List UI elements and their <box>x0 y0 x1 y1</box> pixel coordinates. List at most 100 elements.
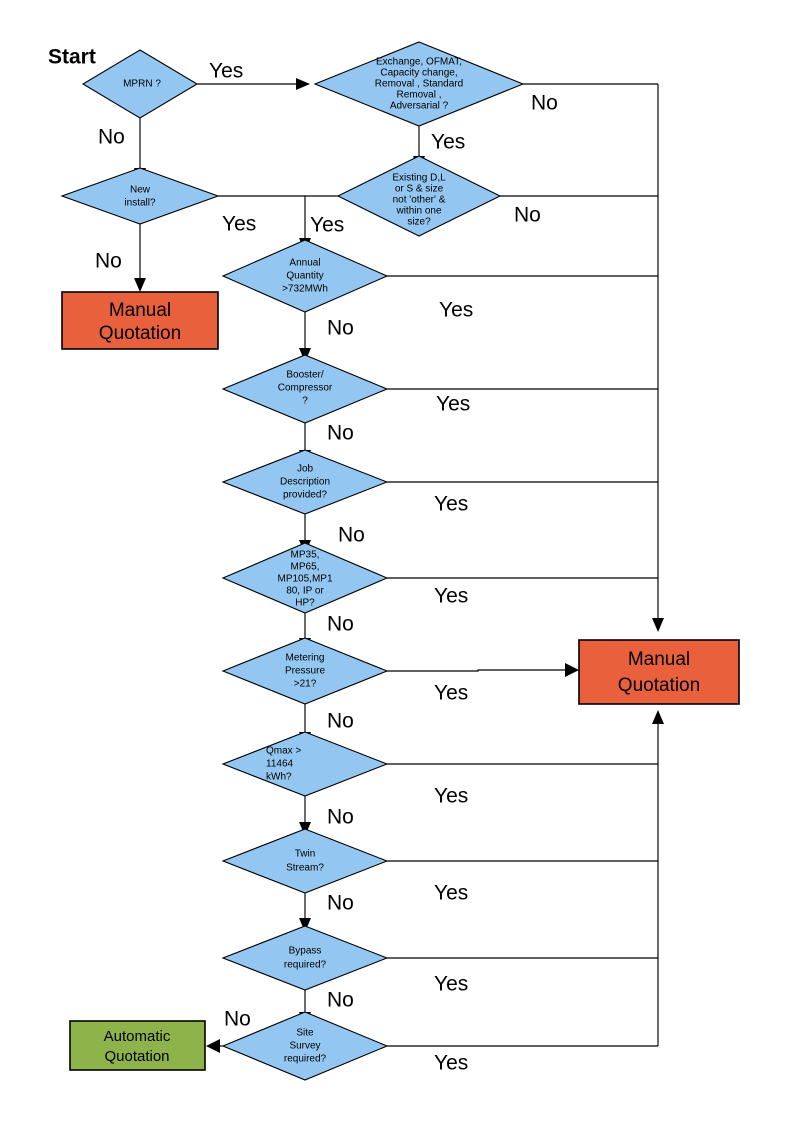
terminal-automatic-quotation[interactable]: Automatic Quotation <box>69 1020 206 1071</box>
decision-exchange-label-4: Removal , <box>396 90 441 101</box>
arrowhead-site-survey-no <box>206 1039 220 1053</box>
decision-job-description-label-2: Description <box>280 477 330 488</box>
decision-annual-quantity-shape[interactable] <box>221 239 389 313</box>
decision-existing-dls-label-4: within one <box>395 206 441 217</box>
decision-exchange-label-2: Capacity change, <box>380 68 457 79</box>
edge-label-meter-type-no: No <box>327 613 354 636</box>
decision-exchange-label-5: Adversarial ? <box>390 101 449 112</box>
decision-qmax-shape[interactable] <box>221 731 389 797</box>
edge-label-exchange-yes: Yes <box>431 131 465 154</box>
decision-mprn[interactable]: MPRN ? <box>81 49 199 119</box>
terminal-automatic-label-1: Automatic <box>104 1028 171 1045</box>
arrowhead-right-bus-lower <box>652 710 664 724</box>
decision-site-survey-shape[interactable] <box>221 1011 389 1081</box>
decision-twin-stream-label-1: Twin <box>295 849 316 860</box>
decision-booster-label-1: Booster/ <box>286 370 323 381</box>
decision-metering-pressure-label-2: Pressure <box>285 666 325 677</box>
decision-existing-dls-label-3: not 'other' & <box>393 195 446 206</box>
edge-label-exchange-no: No <box>531 92 558 115</box>
decision-existing-dls-label-1: Existing D,L <box>392 173 446 184</box>
decision-qmax-label-1: Qmax > <box>266 746 301 757</box>
terminal-manual-right-label-2: Quotation <box>618 675 700 696</box>
edge-label-site-survey-yes: Yes <box>434 1052 468 1075</box>
decision-annual-quantity[interactable]: Annual Quantity >732MWh <box>221 239 389 313</box>
decision-new-install[interactable]: New install? <box>60 167 220 225</box>
terminal-manual-quotation-left-shape[interactable] <box>61 291 219 350</box>
decision-existing-dls-shape[interactable] <box>336 155 502 237</box>
decision-twin-stream-label-2: Stream? <box>286 863 324 874</box>
decision-bypass[interactable]: Bypass required? <box>221 925 389 991</box>
decision-new-install-label-1: New <box>130 185 151 196</box>
edge-label-booster-no: No <box>327 422 354 445</box>
decision-annual-quantity-label-2: Quantity <box>286 271 323 282</box>
terminal-automatic-quotation-shape[interactable] <box>69 1020 206 1071</box>
decision-existing-dls[interactable]: Existing D,L or S & size not 'other' & w… <box>336 155 502 237</box>
decision-site-survey[interactable]: Site Survey required? <box>221 1011 389 1081</box>
decision-meter-type-shape[interactable] <box>221 542 389 614</box>
decision-existing-dls-label-2: or S & size <box>395 184 444 195</box>
decision-meter-type-label-1: MP35, <box>291 550 320 561</box>
decision-job-description-shape[interactable] <box>221 449 389 515</box>
decision-booster-compressor[interactable]: Booster/ Compressor ? <box>221 354 389 424</box>
edge-label-metering-pressure-no: No <box>327 710 354 733</box>
decision-bypass-label-1: Bypass <box>289 946 322 957</box>
decision-bypass-label-2: required? <box>284 960 327 971</box>
decision-site-survey-label-2: Survey <box>289 1041 320 1052</box>
arrowhead-new-install-no <box>134 278 146 292</box>
edge-label-meter-type-yes: Yes <box>434 585 468 608</box>
decision-metering-pressure-shape[interactable] <box>221 637 389 705</box>
decision-booster-label-3: ? <box>302 396 308 407</box>
edge-label-twin-stream-yes: Yes <box>434 882 468 905</box>
decision-bypass-shape[interactable] <box>221 925 389 991</box>
arrowhead-metering-pressure-yes <box>565 663 579 677</box>
decision-twin-stream-shape[interactable] <box>221 828 389 894</box>
edge-label-bypass-yes: Yes <box>434 973 468 996</box>
decision-qmax-label-2: 11464 <box>266 759 294 770</box>
decision-job-description-label-3: provided? <box>283 490 327 501</box>
decision-site-survey-label-1: Site <box>296 1028 314 1039</box>
edge-label-layer: Yes No No Yes Yes No Yes No Yes No Yes N… <box>95 60 558 1075</box>
edge-label-existing-no: No <box>514 204 541 227</box>
decision-twin-stream[interactable]: Twin Stream? <box>221 828 389 894</box>
decision-meter-type-label-4: 80, IP or <box>286 586 324 597</box>
decision-exchange[interactable]: Exchange, OFMAT, Capacity change, Remova… <box>313 41 525 127</box>
decision-metering-pressure[interactable]: Metering Pressure >21? <box>221 637 389 705</box>
decision-exchange-shape[interactable] <box>313 41 525 127</box>
decision-meter-type-label-2: MP65, <box>291 562 320 573</box>
decision-job-description[interactable]: Job Description provided? <box>221 449 389 515</box>
edge-label-qmax-no: No <box>327 806 354 829</box>
decision-qmax-label-3: kWh? <box>266 772 292 783</box>
arrowhead-mprn-yes <box>296 78 310 90</box>
decision-booster-compressor-shape[interactable] <box>221 354 389 424</box>
edge-label-existing-yes: Yes <box>310 214 344 237</box>
decision-exchange-label-3: Removal , Standard <box>375 79 463 90</box>
arrowhead-right-bus-upper <box>652 618 664 632</box>
edge-label-qmax-yes: Yes <box>434 785 468 808</box>
decision-metering-pressure-label-3: >21? <box>294 679 317 690</box>
decision-meter-type-label-5: HP? <box>295 598 315 609</box>
edge-metering-pressure-yes <box>387 669 565 672</box>
decision-existing-dls-label-5: size? <box>407 217 431 228</box>
decision-meter-type[interactable]: MP35, MP65, MP105,MP1 80, IP or HP? <box>221 542 389 614</box>
edge-label-new-install-yes: Yes <box>222 213 256 236</box>
edge-label-job-description-no: No <box>338 524 365 547</box>
decision-new-install-shape[interactable] <box>60 167 220 225</box>
decision-new-install-label-2: install? <box>124 198 156 209</box>
terminal-manual-left-label-2: Quotation <box>99 323 181 344</box>
edge-label-mprn-yes: Yes <box>209 60 243 83</box>
decision-mprn-shape[interactable] <box>81 49 199 119</box>
edge-label-booster-yes: Yes <box>436 393 470 416</box>
decision-qmax[interactable]: Qmax > 11464 kWh? <box>221 731 389 797</box>
terminal-manual-quotation-right-shape[interactable] <box>578 639 740 705</box>
terminal-manual-quotation-right[interactable]: Manual Quotation <box>578 639 740 705</box>
decision-metering-pressure-label-1: Metering <box>286 653 325 664</box>
decision-job-description-label-1: Job <box>297 464 314 475</box>
edge-label-annual-quantity-no: No <box>327 317 354 340</box>
decision-booster-label-2: Compressor <box>278 383 333 394</box>
decision-mprn-label: MPRN ? <box>123 79 161 90</box>
terminal-manual-quotation-left[interactable]: Manual Quotation <box>61 291 219 350</box>
edge-label-new-install-no: No <box>95 250 122 273</box>
edge-label-job-description-yes: Yes <box>434 493 468 516</box>
